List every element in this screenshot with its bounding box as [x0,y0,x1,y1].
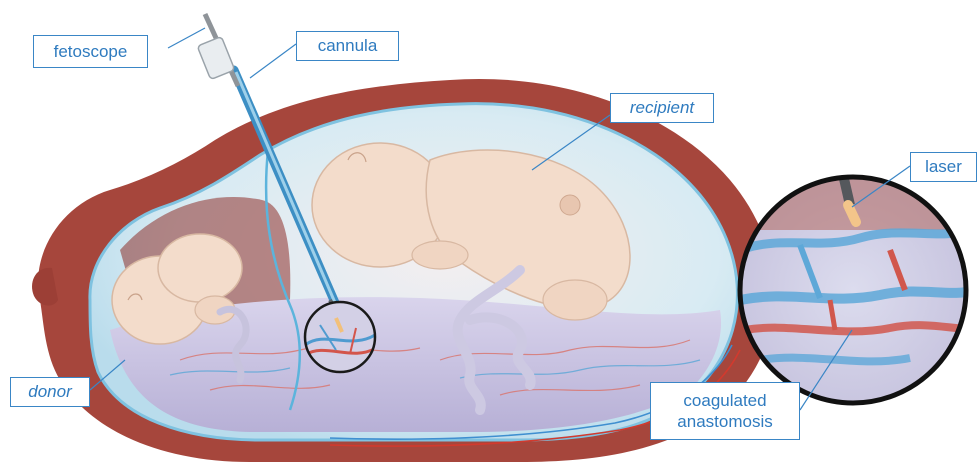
laser-label: laser [910,152,977,182]
donor-label: donor [10,377,90,407]
coagulated-anastomosis-label: coagulated anastomosis [650,382,800,440]
fetoscope-connector [197,36,235,79]
coagulated-label-line2: anastomosis [677,411,772,432]
leader-cannula [250,44,296,78]
coagulated-label-line1: coagulated [683,390,766,411]
magnifier-small [305,302,376,372]
recipient-label: recipient [610,93,714,123]
fetoscope-label: fetoscope [33,35,148,68]
magnifier-large [730,170,977,403]
cannula-label: cannula [296,31,399,61]
